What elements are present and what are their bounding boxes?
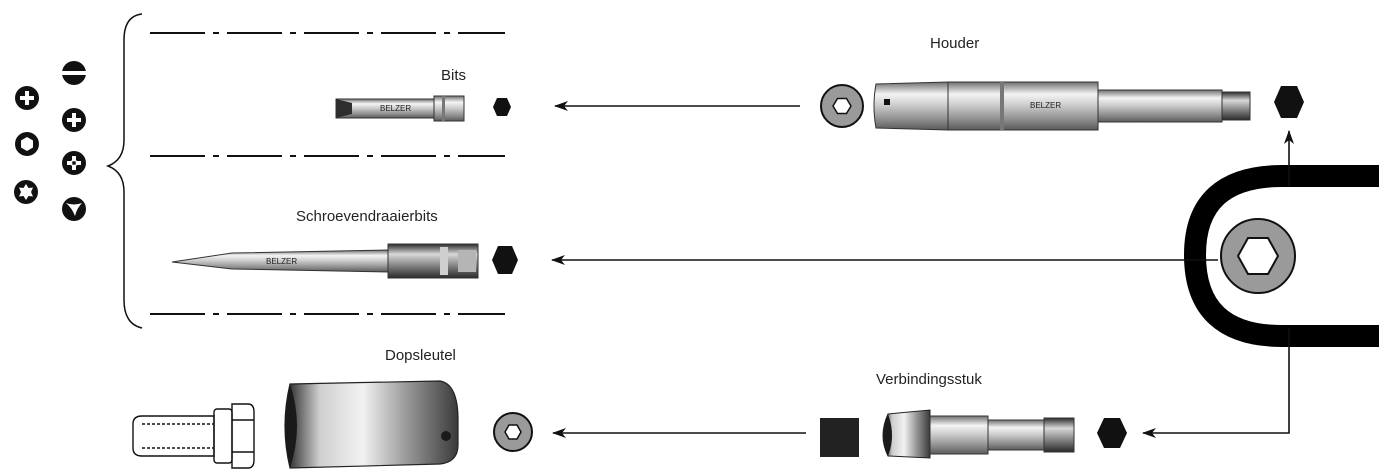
label-houder: Houder [930,35,979,52]
label-verbindingsstuk: Verbindingsstuk [876,371,982,388]
hex-ring-icon [493,412,533,452]
hex-icon [492,246,518,274]
square-icon [820,418,859,457]
socket-image [284,380,459,469]
short-bit-brand: BELZER [380,104,411,113]
hex-ring-icon [820,84,864,128]
hex-icon [1274,86,1304,118]
bolt-image [132,403,255,469]
phillips-plus-icon [62,108,86,132]
hex-icon [493,98,511,116]
screwdriver-bit-image: BELZER [171,243,479,279]
drive-profile-icons [14,61,86,221]
ratchet-image [1183,165,1379,347]
holder-brand: BELZER [1030,101,1061,110]
hex-socket-icon [15,132,39,156]
arrow-ratchet-to-adapter [1142,328,1290,438]
label-schroevendraaierbits: Schroevendraaierbits [296,208,438,225]
slotted-icon [62,61,86,85]
adapter-image [882,409,1075,459]
label-bits: Bits [441,67,466,84]
torx-icon [14,180,38,204]
pozidriv-icon [62,151,86,175]
holder-image: BELZER [873,81,1251,131]
arrows [551,101,1294,438]
tri-wing-icon [62,197,86,221]
phillips-icon [15,86,39,110]
screwdriver-bit-brand: BELZER [266,257,297,266]
label-dopsleutel: Dopsleutel [385,347,456,364]
short-bit-image: BELZER [335,95,465,122]
hex-icon [1097,418,1127,448]
brace [105,13,143,329]
separator-lines [150,32,505,315]
